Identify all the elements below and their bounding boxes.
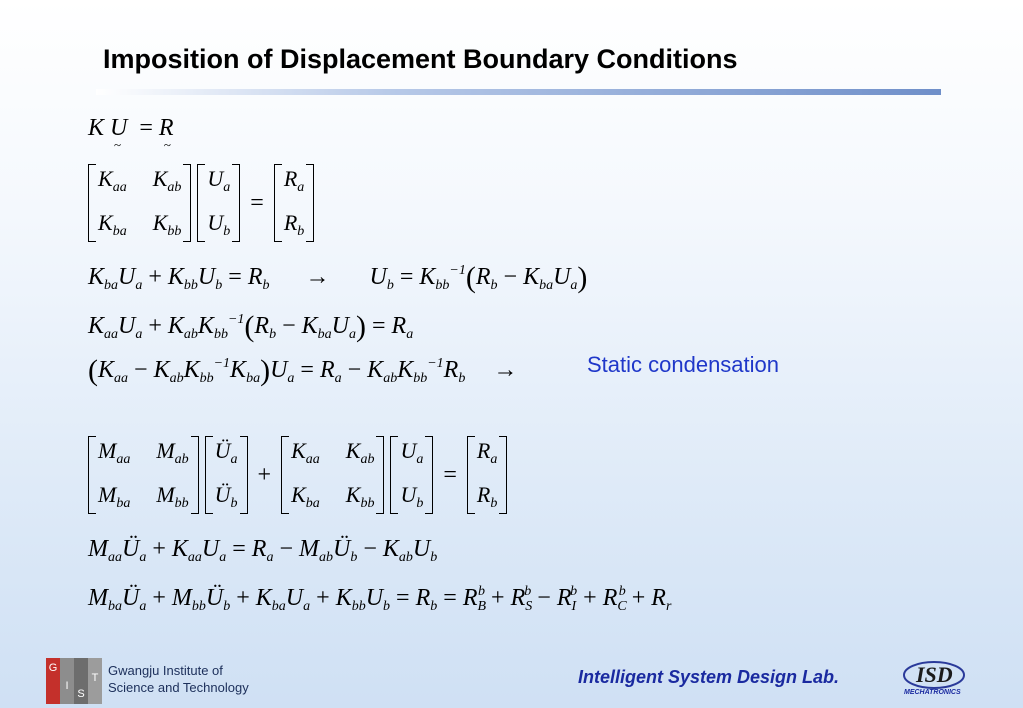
institute-name-line2: Science and Technology: [108, 680, 249, 695]
equation-static-condensation: (Kaa − KabKbb−1Kba)Ua = Ra − KabKbb−1Rb …: [88, 354, 518, 387]
gist-logo: G I S T: [46, 658, 102, 704]
isd-logo-subtext: MECHATRONICS: [904, 689, 961, 696]
gist-logo-letter-g: G: [46, 658, 60, 704]
isd-logo-text: ISD: [915, 662, 953, 687]
static-condensation-label: Static condensation: [587, 352, 780, 377]
page-title: Imposition of Displacement Boundary Cond…: [103, 44, 738, 74]
lab-name: Intelligent System Design Lab.: [578, 667, 840, 687]
gist-logo-letter-t: T: [88, 658, 102, 704]
equation-ub-solve: KbaUa + KbbUb = Rb → Ub = Kbb−1(Rb − Kba…: [88, 261, 588, 294]
equation-dynamic-b: MbaÜa + MbbÜb + KbaUa + KbbUb = Rb = RBb…: [88, 584, 672, 614]
equation-substitution: KaaUa + KabKbb−1(Rb − KbaUa) = Ra: [88, 310, 414, 343]
title-underline: [96, 89, 941, 95]
equation-dynamic-a: MaaÜa + KaaUa = Ra − MabÜb − KabUb: [88, 536, 438, 565]
gist-logo-letter-i: I: [60, 658, 74, 704]
institute-name: Gwangju Institute of Science and Technol…: [108, 662, 249, 696]
isd-logo-ring: [903, 661, 965, 689]
institute-name-line1: Gwangju Institute of: [108, 663, 223, 678]
equation-ku-r: K U = R: [88, 116, 174, 151]
gist-logo-letter-s: S: [74, 658, 88, 704]
isd-logo-icon: ISD MECHATRONICS: [903, 661, 965, 696]
